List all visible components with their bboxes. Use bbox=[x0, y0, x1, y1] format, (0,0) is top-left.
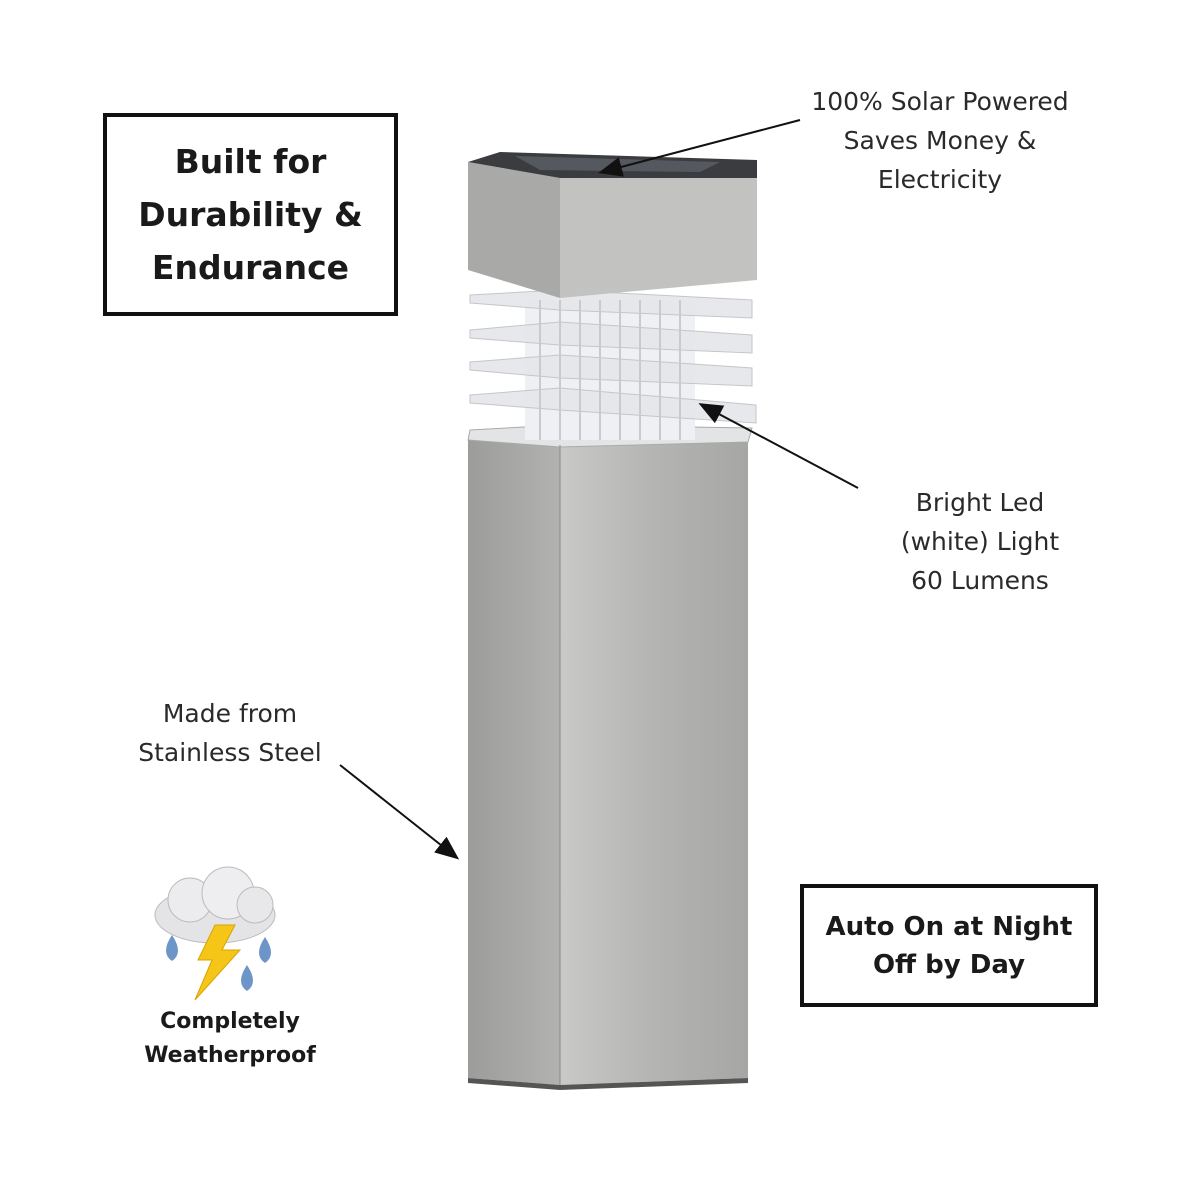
storm-cloud-icon bbox=[154, 866, 276, 1001]
solar-cap bbox=[468, 152, 757, 298]
material-line: Stainless Steel bbox=[138, 738, 322, 767]
led-line: Bright Led bbox=[915, 488, 1045, 517]
durability-line: Durability & bbox=[138, 195, 363, 234]
durability-line: Built for bbox=[174, 142, 327, 181]
durability-line: Endurance bbox=[151, 248, 350, 287]
solar-line: 100% Solar Powered bbox=[811, 87, 1069, 116]
weather-line: Completely bbox=[160, 1009, 300, 1034]
material-callout: Made from Stainless Steel bbox=[90, 694, 370, 772]
auto-line: Off by Day bbox=[872, 949, 1026, 980]
led-diffuser-fins bbox=[469, 289, 757, 440]
steel-column bbox=[467, 424, 753, 1090]
solar-arrow bbox=[598, 119, 801, 177]
solar-line: Electricity bbox=[877, 165, 1003, 194]
led-line: 60 Lumens bbox=[911, 566, 1049, 595]
solar-callout: 100% Solar Powered Saves Money & Electri… bbox=[790, 82, 1090, 199]
auto-on-box: Auto On at Night Off by Day bbox=[800, 884, 1098, 1007]
weather-line: Weatherproof bbox=[144, 1043, 316, 1068]
led-arrow bbox=[698, 403, 859, 489]
solar-line: Saves Money & bbox=[843, 126, 1037, 155]
led-callout: Bright Led (white) Light 60 Lumens bbox=[830, 483, 1130, 600]
material-arrow bbox=[339, 764, 460, 860]
auto-line: Auto On at Night bbox=[825, 911, 1073, 942]
material-line: Made from bbox=[162, 699, 298, 728]
led-line: (white) Light bbox=[900, 527, 1060, 556]
durability-box: Built for Durability & Endurance bbox=[103, 113, 398, 316]
weatherproof-badge: Completely Weatherproof bbox=[110, 1005, 350, 1073]
